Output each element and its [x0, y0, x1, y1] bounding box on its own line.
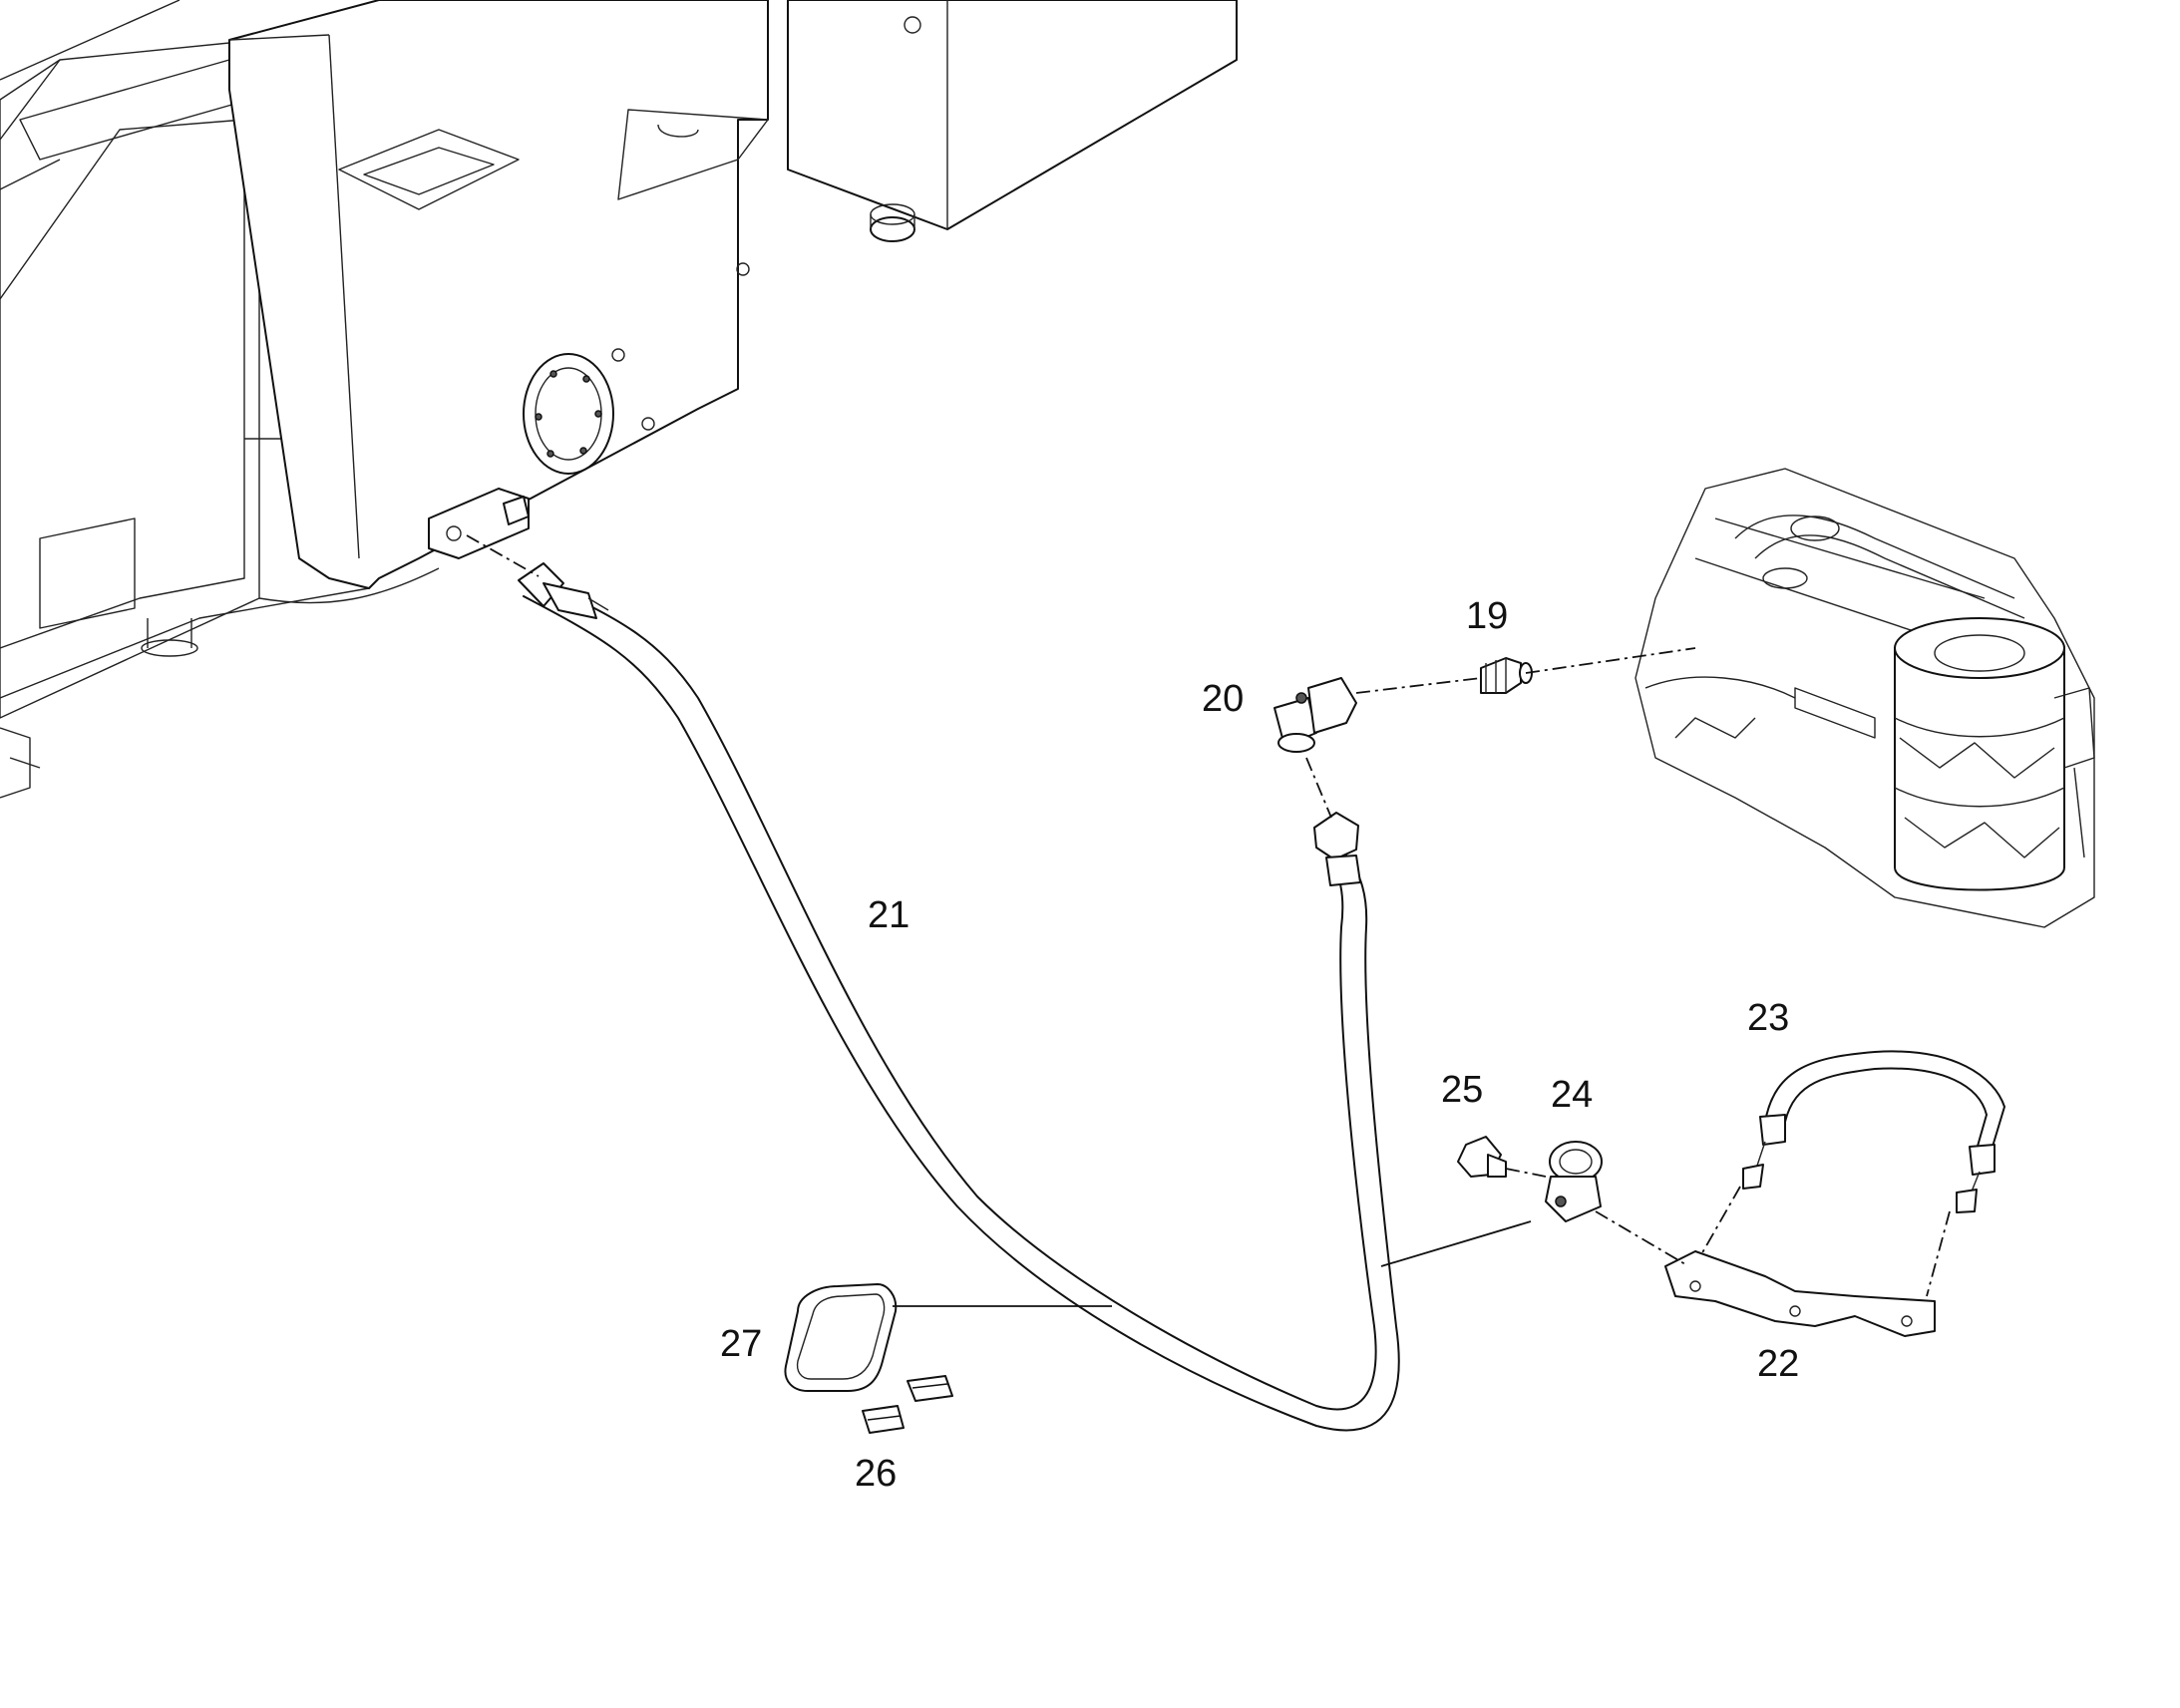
callout-27: 27: [720, 1323, 762, 1365]
machine-body: [0, 0, 1238, 799]
hose-21: [523, 580, 1400, 1432]
hose-end-fitting-lower: [1313, 812, 1361, 886]
callout-21: 21: [868, 894, 909, 936]
grommet-27: [784, 1283, 898, 1392]
clamp-24: [1545, 1141, 1603, 1222]
fitting-25: [1457, 1136, 1507, 1178]
callout-22: 22: [1757, 1343, 1799, 1385]
callout-19: 19: [1466, 595, 1508, 637]
callouts: 19 20 21 22 23 24 25 26 27: [720, 595, 1799, 1495]
bracket-22: [1664, 1250, 1936, 1337]
callout-20: 20: [1202, 678, 1244, 720]
callout-24: 24: [1551, 1074, 1593, 1116]
leader-lines: [893, 1220, 1532, 1307]
callout-23: 23: [1747, 997, 1789, 1039]
elbow-fitting-20: [1273, 677, 1357, 753]
strap-23: [1742, 1050, 2005, 1213]
adapter-19: [1480, 657, 1533, 694]
hose-end-fitting-upper: [518, 562, 609, 619]
engine-assembly: [1635, 468, 2095, 928]
callout-26: 26: [855, 1453, 897, 1495]
clips-26: [862, 1375, 953, 1434]
callout-25: 25: [1441, 1069, 1483, 1111]
assembly-lines: [466, 534, 1951, 1297]
